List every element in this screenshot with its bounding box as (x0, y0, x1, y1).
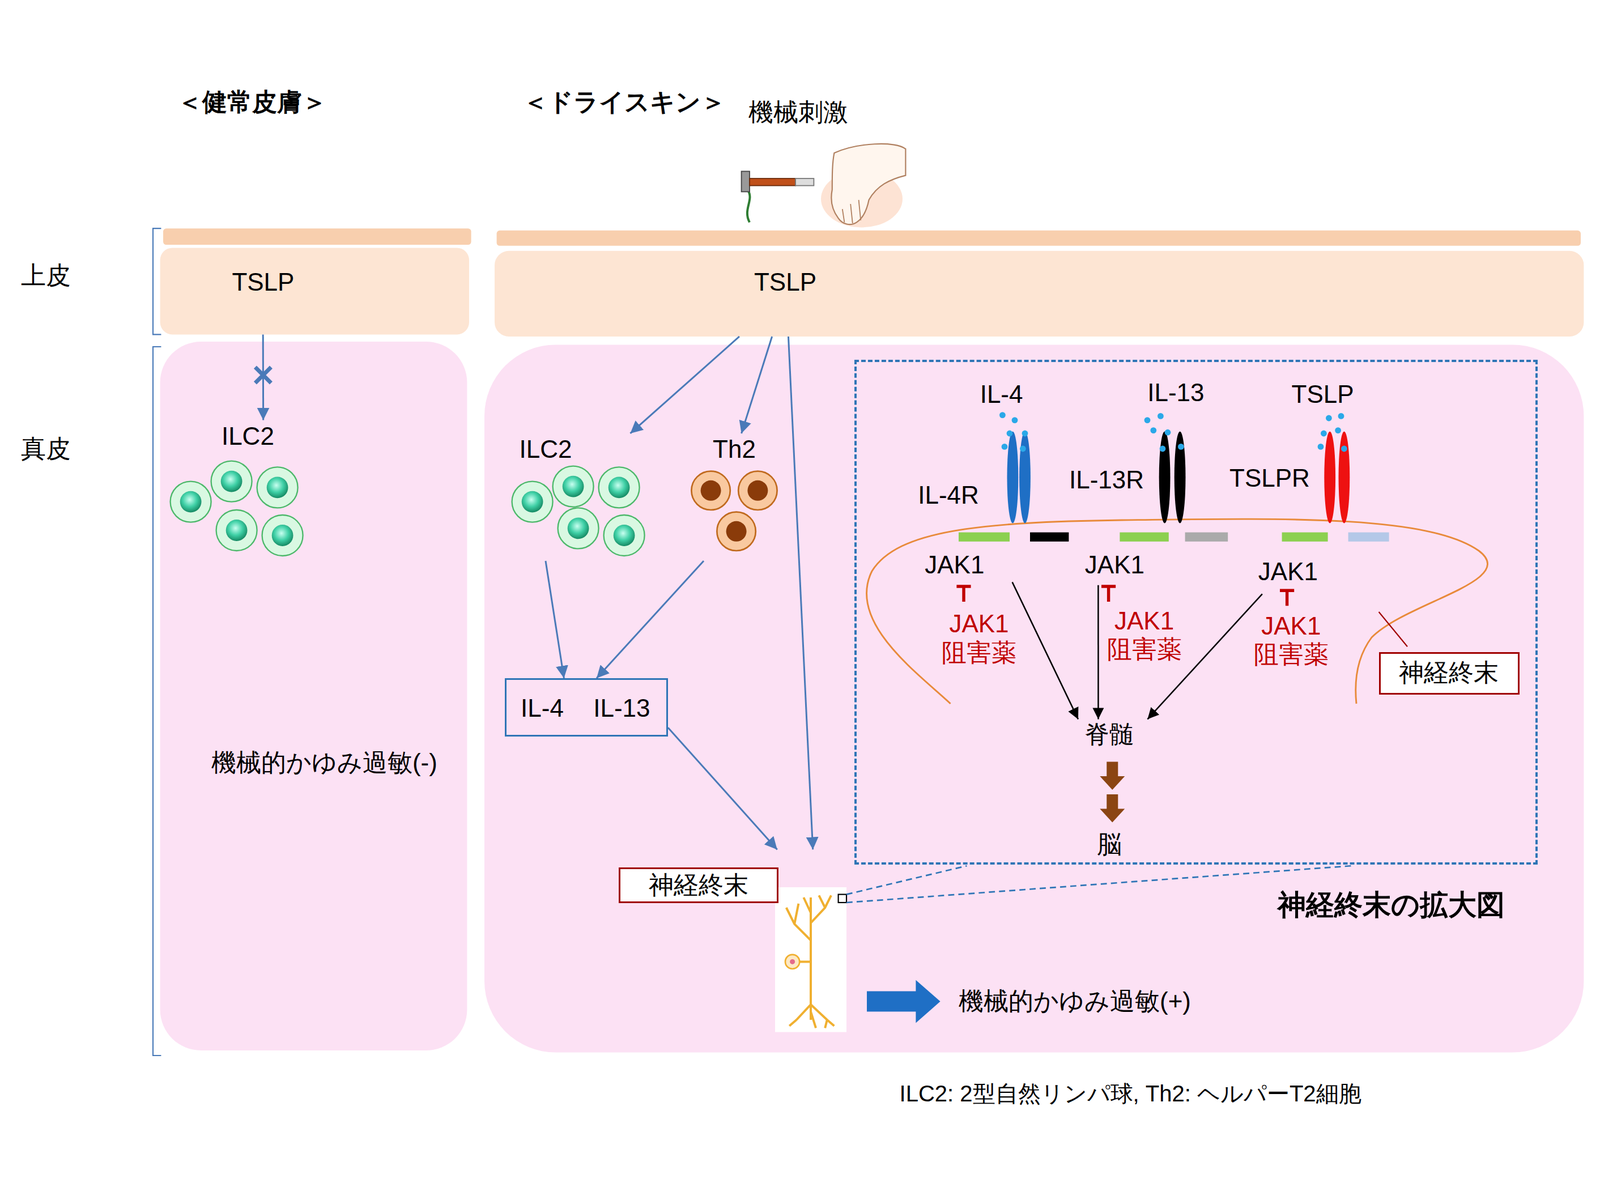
receptor: IL-13IL-13R JAK1JAK1 阻害薬 (1062, 379, 1232, 678)
brain: 脳 (1093, 830, 1131, 864)
node-text: TSLP (231, 267, 295, 298)
cytokine-dots (999, 411, 1348, 452)
layer-bracket (152, 228, 161, 1056)
node-text: IL-13R (1069, 465, 1144, 496)
receptors (958, 431, 1390, 542)
block-arrow (1099, 794, 1125, 823)
scratching-hand (820, 143, 906, 228)
result-arrow (866, 980, 941, 1024)
node-text: 脳 (1096, 829, 1122, 860)
node-text: TSLP (754, 267, 817, 298)
node-text: JAK1 阻害薬 (1243, 611, 1340, 670)
node-text: 機械的かゆみ過敏(-) (211, 747, 438, 778)
epidermis (160, 247, 470, 335)
ilc2-cells (170, 461, 645, 556)
receptor: TSLP TSLPR JAK1JAK1 阻害薬 (1223, 379, 1377, 678)
node-text: IL-4 (520, 693, 564, 724)
node-text: IL-13 (1147, 377, 1204, 408)
node-text: 神経終末 (618, 867, 779, 904)
node-text: 脊髄 (1084, 719, 1135, 750)
node-text: JAK1 (924, 550, 985, 581)
cell-group: ILC2 (507, 433, 648, 561)
node-text: ILC2 (221, 421, 275, 452)
node-text: 神経終末の拡大図 (1277, 887, 1505, 922)
node-text: JAK1 阻害薬 (930, 609, 1028, 667)
skin-surface (496, 230, 1581, 246)
node-text: JAK1 (1258, 556, 1318, 587)
label: 機械刺激 (748, 97, 849, 128)
edge-arrow (667, 727, 778, 850)
block-mark (254, 367, 271, 384)
dermis (484, 344, 1584, 1053)
edge-arrow (596, 560, 704, 679)
node-text: ILC2 (519, 434, 573, 465)
leader-line (1379, 611, 1408, 647)
node-text: 機械的かゆみ過敏(+) (958, 986, 1191, 1017)
cell-group: Th2 (678, 433, 781, 561)
epidermis (494, 250, 1584, 337)
inhibition-mark (956, 586, 1295, 606)
block-arrow (1099, 762, 1125, 791)
node-text: IL-13 (593, 693, 650, 724)
node-text: JAK1 (1084, 550, 1145, 581)
epidermis-band: TSLP (160, 247, 470, 335)
cell-group: ILC2 (168, 420, 306, 560)
pathway-arrow (1099, 762, 1125, 823)
th2-cells (691, 471, 777, 551)
node-text: TSLP (1291, 379, 1355, 410)
node-text: 神経終末 (1398, 657, 1499, 688)
node-text: IL-4 (980, 379, 1024, 410)
skin-surface (163, 228, 472, 245)
nerve-ending-box: 神経終末 (1379, 652, 1520, 696)
cytokine-box: IL-4 IL-13 (504, 678, 668, 737)
edge-arrow (741, 336, 773, 434)
label: ILC2: 2型自然リンパ球, Th2: ヘルパーT2細胞 (899, 1079, 1362, 1108)
nerve-ending: 神経終末 (616, 849, 852, 1033)
receptor: IL-4IL-4R JAK1JAK1 阻害薬 (912, 379, 1082, 678)
label: 真皮 (20, 433, 71, 465)
edge-arrow (788, 336, 813, 850)
neuron (775, 865, 1352, 1032)
label: ＜ドライスキン＞ (522, 87, 726, 118)
label: ＜健常皮膚＞ (177, 87, 327, 118)
label: 上皮 (20, 260, 71, 291)
node-text: TSLPR (1229, 463, 1310, 494)
reflex-hammer (741, 171, 815, 223)
dermis (160, 341, 468, 1051)
node-text: IL-4R (917, 480, 980, 511)
spinal-cord: 脊髄 (1078, 718, 1148, 754)
node-text: Th2 (712, 434, 756, 465)
edge-arrow (545, 560, 564, 679)
epidermis-band: TSLP (494, 250, 1584, 337)
edge-arrow (1012, 581, 1079, 719)
dermis-panel: 機械的かゆみ過敏(+)ILC2Th2IL-4IL-13神経終末神経終末の拡大図I… (484, 344, 1584, 1053)
edge-arrow (630, 336, 740, 434)
edge-arrow (1097, 585, 1100, 720)
zoom-box: 神経終末の拡大図IL-4IL-4RJAK1JAK1 阻害薬IL-13IL-13R… (854, 359, 1538, 865)
dermis-panel: 機械的かゆみ過敏(-) ILC2 (160, 341, 468, 1051)
node-text: JAK1 阻害薬 (1096, 606, 1193, 665)
